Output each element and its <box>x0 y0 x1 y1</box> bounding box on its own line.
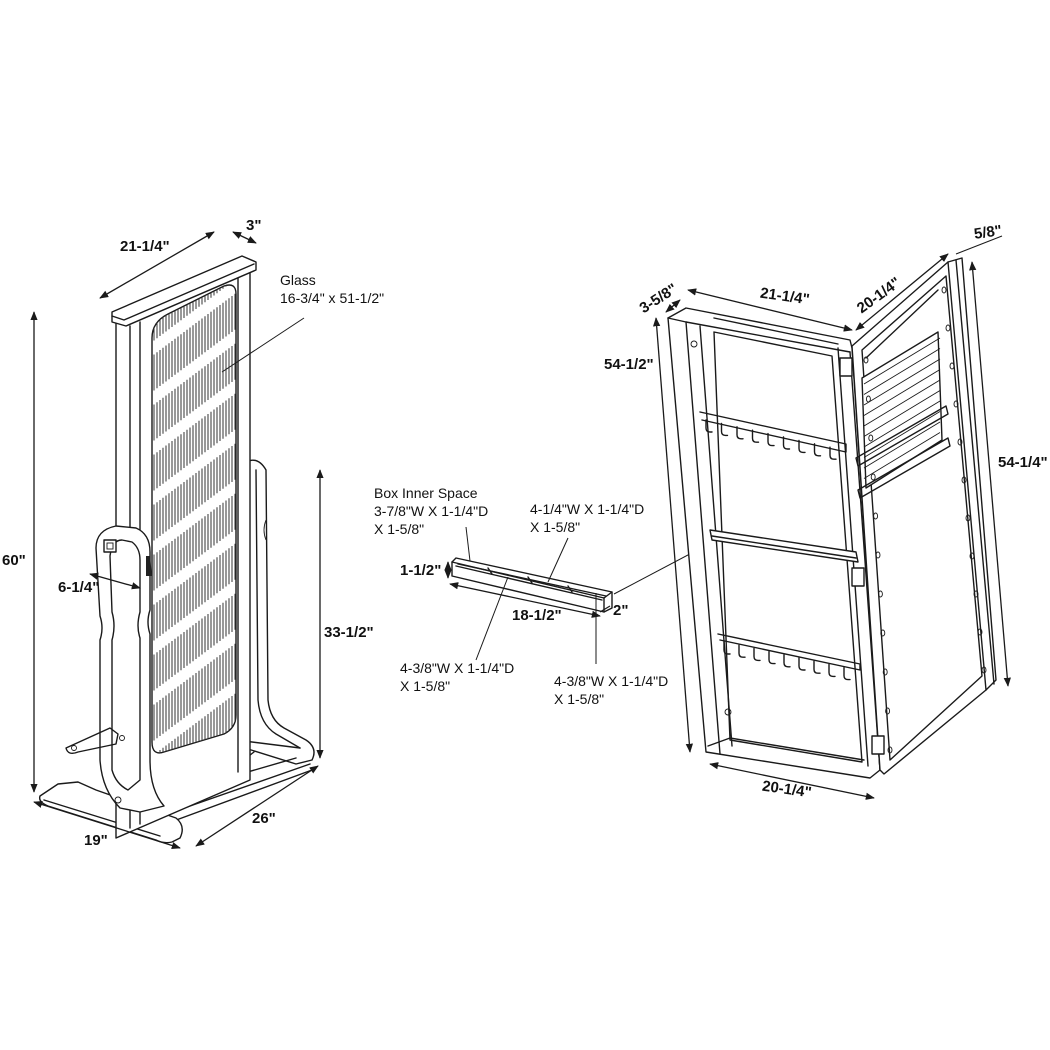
mirror-top-depth-label: 3" <box>246 217 262 234</box>
mirror-base-depth-label: 26" <box>252 810 276 827</box>
mirror-base-width-label: 19" <box>84 832 108 849</box>
armoire-frame-height-label: 54-1/2" <box>604 356 654 373</box>
box-drawing <box>444 526 723 664</box>
box-compartment-3-line2: X 1-5/8" <box>400 678 451 694</box>
door-rack-slats <box>863 337 941 479</box>
hinge-bottom <box>871 735 885 755</box>
box-height-label: 1-1/2" <box>400 562 442 579</box>
glass-callout-title: Glass <box>280 272 316 288</box>
armoire-drawing <box>653 235 1011 800</box>
hinge-top <box>839 357 853 377</box>
mirror-drawing <box>30 231 324 850</box>
mirror-top-width-label: 21-1/4" <box>120 238 170 255</box>
box-compartment-3-line1: 4-3/8"W X 1-1/4"D <box>400 660 515 676</box>
box-compartment-2-line1: 4-1/4"W X 1-1/4"D <box>530 501 645 517</box>
latch-block <box>103 539 117 553</box>
hinge-middle <box>851 567 865 587</box>
armoire-door-height-label: 54-1/4" <box>998 454 1048 471</box>
box-compartment-1-line1: 3-7/8"W X 1-1/4"D <box>374 503 489 519</box>
box-length-label: 18-1/2" <box>512 607 562 624</box>
box-compartment-4-line1: 4-3/8"W X 1-1/4"D <box>554 673 669 689</box>
hook-row-bottom <box>723 641 851 681</box>
box-compartment-2-line2: X 1-5/8" <box>530 519 581 535</box>
box-compartment-1-line2: X 1-5/8" <box>374 521 425 537</box>
hook-row-top <box>705 419 837 460</box>
glass-callout-size: 16-3/4" x 51-1/2" <box>280 290 385 306</box>
mirror-side-opening-label: 6-1/4" <box>58 579 100 596</box>
mirror-stand-height-label: 33-1/2" <box>324 624 374 641</box>
box-compartment-4-line2: X 1-5/8" <box>554 691 605 707</box>
mirror-overall-height-label: 60" <box>2 552 26 569</box>
box-depth-label: 2" <box>613 602 629 619</box>
box-inner-space-title: Box Inner Space <box>374 485 478 501</box>
